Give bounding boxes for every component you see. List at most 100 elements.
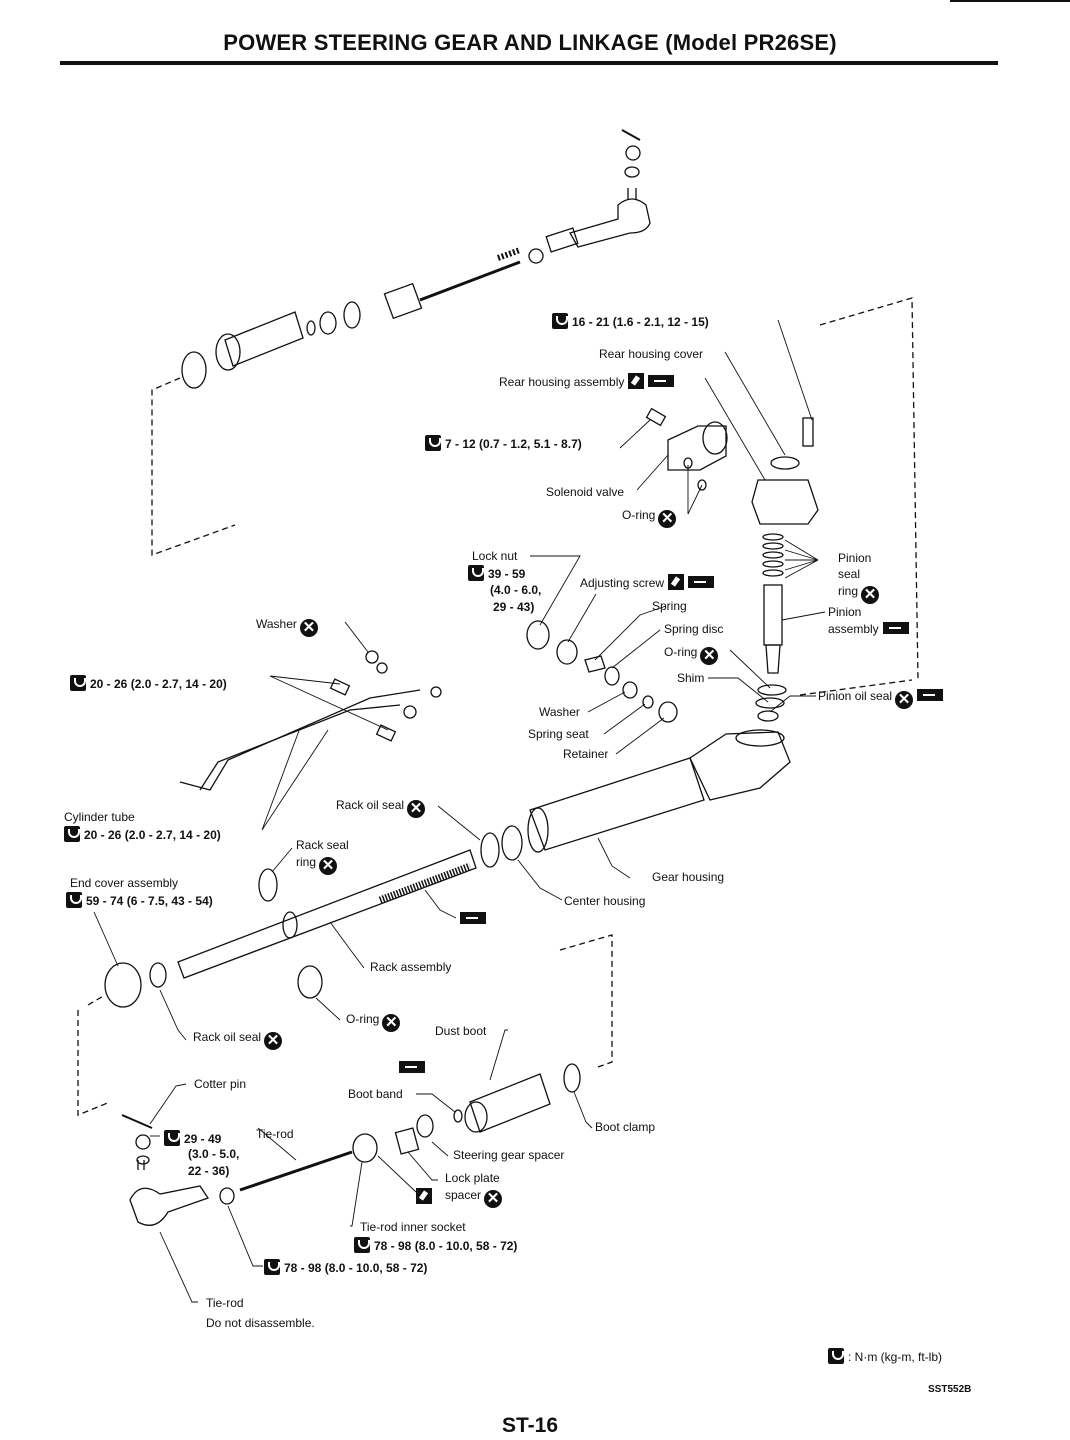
label-rack-assembly: Rack assembly [370,960,452,974]
torque-cylinder-tube: 20 - 26 (2.0 - 2.7, 14 - 20) [64,826,221,843]
washer-lower [136,1155,150,1165]
spring-seat [642,695,654,709]
label-pinion-seal-ring: Pinion [838,551,872,565]
label-tie-rod-lower: Tie-rod [206,1296,244,1310]
label-rack-oil-seal-outer: Rack oil seal✕ [193,1030,283,1050]
label-washer-adjuster: Washer [539,705,580,719]
apply-sealant-icon [628,373,645,389]
corner-rule [950,0,1070,2]
end-cover [104,962,142,1008]
rack-teeth [378,862,472,904]
do-not-reuse-icon: ✕ [382,1014,401,1032]
label-solenoid-valve: Solenoid valve [546,485,625,499]
cotter-pin-lower [121,1114,153,1129]
label-pinion-seal-ring-line2: seal [838,567,861,581]
lower-tie-rod-assembly [121,1063,581,1226]
apply-grease-icon [460,912,486,924]
rear-housing-group [645,407,819,525]
figure-code: SST552B [928,1384,972,1395]
rack-grease-marker [456,912,486,927]
boot-band-lower [453,1109,463,1123]
label-gear-housing: Gear housing [652,870,725,884]
note-do-not-disassemble: Do not disassemble. [206,1316,315,1330]
label-tie-rod-inner-socket: Tie-rod inner socket [360,1220,466,1234]
page-title: POWER STEERING GEAR AND LINKAGE (Model P… [223,30,837,55]
rear-housing-cover [770,456,800,470]
apply-sealant-icon [416,1188,432,1204]
rack-group [104,849,477,1008]
label-pinion-oil-seal: Pinion oil seal✕ [818,689,944,709]
label-cotter-pin: Cotter pin [194,1077,247,1091]
ball-stud-upper [627,188,637,200]
rear-housing-bolt [802,417,814,447]
o-ring-rack [297,965,323,999]
label-dust-boot: Dust boot [435,1024,487,1038]
lock-plate-upper [343,301,361,329]
do-not-reuse-icon: ✕ [700,647,719,665]
torque-castle-nut: 29 - 49 [164,1130,221,1147]
torque-union-bolt: 20 - 26 (2.0 - 2.7, 14 - 20) [70,675,227,692]
torque-rear-cover-bolt: 16 - 21 (1.6 - 2.1, 12 - 15) [552,313,709,330]
inner-socket-lower [352,1133,378,1163]
do-not-reuse-icon: ✕ [658,510,677,528]
torque-wrench-icon [552,313,568,329]
ball-stud-lower [137,1160,145,1170]
boot-mouth-upper [215,333,241,371]
label-rack-seal-ring-line2: ring✕ [296,855,338,875]
label-o-ring-rack: O-ring✕ [346,1012,401,1032]
gear-housing-head [689,731,791,801]
title-rule [60,61,998,65]
union-bolt-2 [375,724,397,742]
band-upper [306,320,316,336]
solenoid-bolt [645,407,667,427]
lock-nut-adjuster [526,620,550,650]
torque-castle-nut-line3: 22 - 36) [188,1164,230,1178]
torque-legend: : N·m (kg-m, ft-lb) [828,1348,942,1364]
dust-boot-lower [469,1073,551,1133]
label-boot-clamp: Boot clamp [595,1120,656,1134]
boot-mouth-lower [464,1101,488,1133]
label-lock-plate-spacer: Lock plate [445,1171,500,1185]
tie-rod-end-lower [129,1185,210,1226]
apply-grease-icon [688,576,715,588]
pinion-gear [765,644,781,674]
label-washer-cylinder: Washer✕ [256,617,318,637]
torque-wrench-icon [828,1348,844,1364]
page-number: ST-16 [501,1414,559,1437]
tie-rod-end-upper [569,198,651,248]
adjuster-group [526,620,678,723]
boot-grease-marker [395,1061,425,1076]
union-bolt-1 [329,678,351,696]
label-rack-oil-seal-inner: Rack oil seal✕ [336,798,426,818]
retainer [658,701,678,723]
torque-lock-nut-line3: 29 - 43) [493,600,535,614]
cotter-pin-upper [621,129,641,141]
label-o-ring-solenoid: O-ring✕ [622,508,677,528]
boot-clamp-upper [181,351,207,389]
inner-socket-upper [383,282,423,320]
torque-solenoid-bolt: 7 - 12 (0.7 - 1.2, 5.1 - 8.7) [425,435,582,452]
upper-tie-rod-assembly [181,129,651,389]
label-rear-housing-cover: Rear housing cover [599,347,704,361]
shim [755,697,785,709]
rack-piston [282,911,298,939]
washer-upper [624,166,640,178]
label-spring: Spring [652,599,687,613]
spacer-upper [319,311,337,335]
label-end-cover-assembly: End cover assembly [70,876,179,890]
label-tie-rod-outer: Tie-rod [256,1127,294,1141]
inner-socket-sealant-marker [412,1188,432,1205]
pinion-oil-seal [757,710,779,722]
do-not-reuse-icon: ✕ [319,857,338,875]
torque-tie-rod-lock-nut: 78 - 98 (8.0 - 10.0, 58 - 72) [264,1259,427,1276]
apply-grease-icon [882,622,909,634]
torque-inner-socket: 78 - 98 (8.0 - 10.0, 58 - 72) [354,1237,517,1254]
lock-plate-spacer [394,1127,420,1155]
adjusting-screw [556,639,578,665]
center-housing [501,825,523,861]
label-rear-housing-assembly: Rear housing assembly [499,373,675,390]
do-not-reuse-icon: ✕ [407,800,426,818]
rack-seal-ring [258,868,278,902]
rack-oil-seal-outer [149,962,167,988]
